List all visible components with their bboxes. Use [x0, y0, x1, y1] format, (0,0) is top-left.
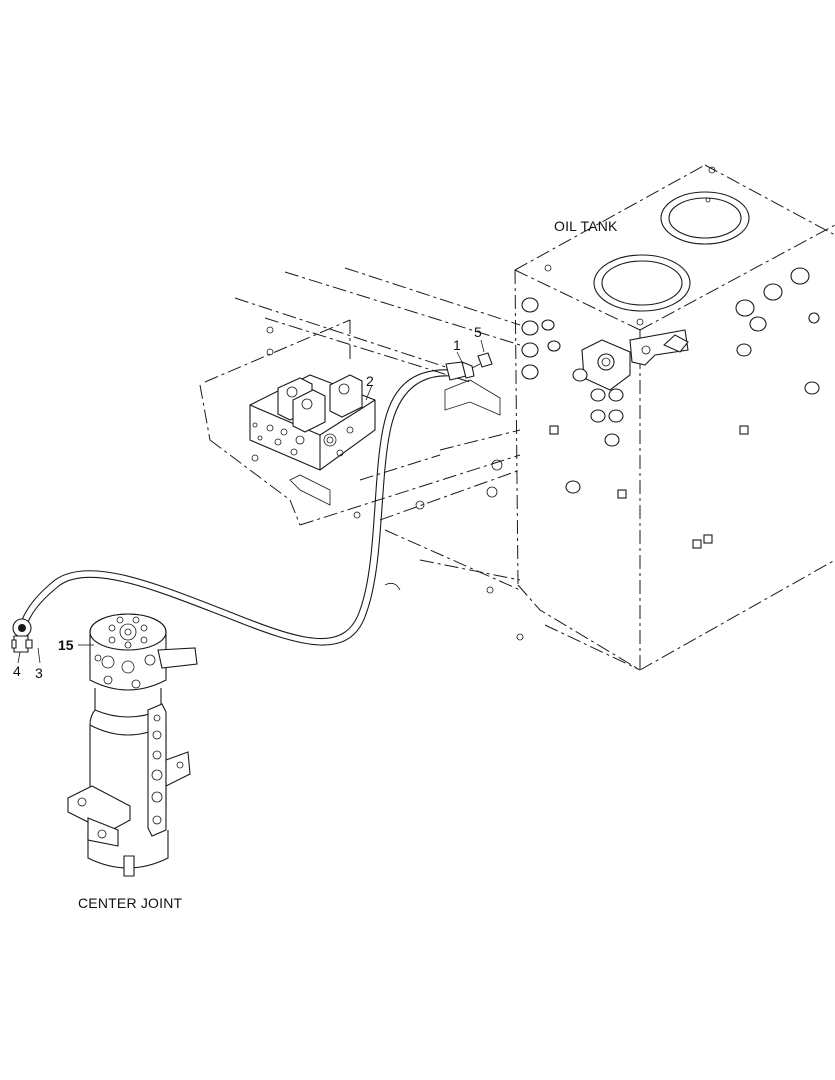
callout-4: 4: [13, 663, 21, 679]
center-joint: [67, 613, 198, 877]
leader-lines: [17, 339, 485, 664]
frame-phantom-lines: [199, 267, 641, 671]
oil-tank: [514, 164, 835, 671]
callout-5: 5: [474, 324, 482, 340]
valve-block: [249, 374, 376, 471]
callout-3: 3: [35, 665, 43, 681]
callout-2: 2: [366, 373, 374, 389]
callout-15: 15: [58, 637, 74, 653]
tank-ports: [521, 267, 820, 549]
oil-tank-label: OIL TANK: [554, 218, 618, 234]
center-joint-label: CENTER JOINT: [78, 895, 183, 911]
hose-assembly: [11, 352, 493, 653]
callout-1: 1: [453, 337, 461, 353]
